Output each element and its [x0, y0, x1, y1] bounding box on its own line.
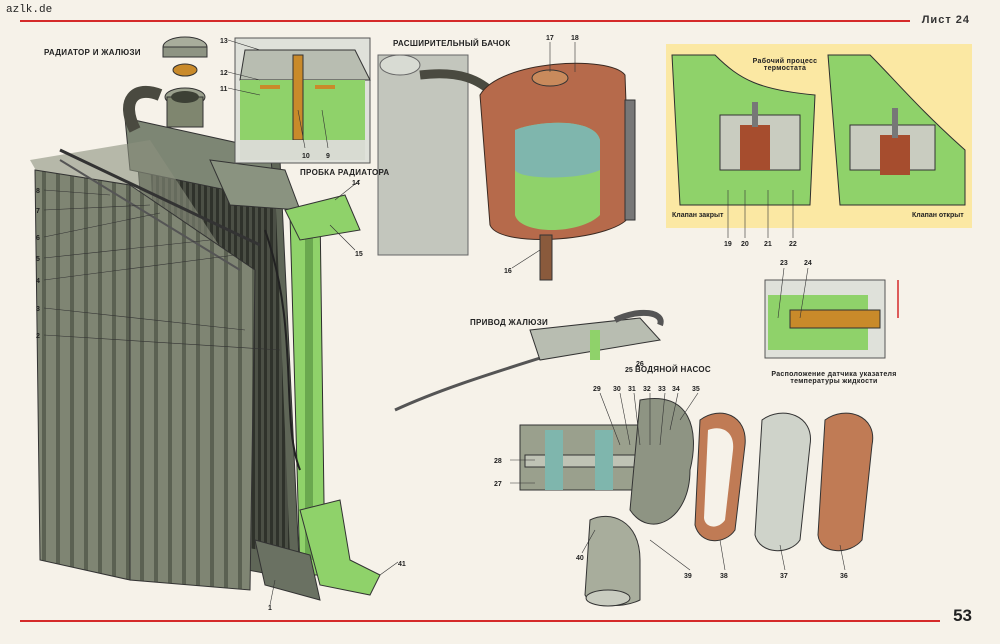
callout-3: 3: [36, 306, 40, 313]
caption-valve-closed: Клапан закрыт: [672, 212, 724, 219]
callout-34: 34: [672, 386, 680, 393]
title-expansion-tank: РАСШИРИТЕЛЬНЫЙ БАЧОК: [393, 39, 511, 48]
radiator-illustration: [30, 36, 381, 601]
callout-38: 38: [720, 573, 728, 580]
title-radiator: РАДИАТОР И ЖАЛЮЗИ: [44, 48, 141, 57]
callout-14: 14: [352, 180, 360, 187]
thermostat-open-illustration: [827, 54, 966, 206]
callout-28: 28: [494, 458, 502, 465]
callout-22: 22: [789, 241, 797, 248]
callout-30: 30: [613, 386, 621, 393]
callout-27: 27: [494, 481, 502, 488]
callout-20: 20: [741, 241, 749, 248]
callout-23: 23: [780, 260, 788, 267]
sheet-label: Лист 24: [921, 14, 970, 26]
callout-39: 39: [684, 573, 692, 580]
callout-2: 2: [36, 333, 40, 340]
top-rule: [20, 20, 910, 22]
callout-40: 40: [576, 555, 584, 562]
callout-24: 24: [804, 260, 812, 267]
callout-8: 8: [36, 188, 40, 195]
callout-29: 29: [593, 386, 601, 393]
expansion-tank-illustration: [377, 54, 636, 281]
water-pump-illustration: [519, 398, 874, 607]
title-shutter-drive: ПРИВОД ЖАЛЮЗИ: [470, 318, 549, 327]
page-number: 53: [953, 606, 972, 625]
temperature-sensor-illustration: [764, 279, 899, 359]
callout-37: 37: [780, 573, 788, 580]
callout-4: 4: [36, 278, 40, 285]
title-cap: ПРОБКА РАДИАТОРА: [300, 168, 390, 177]
callout-32: 32: [643, 386, 651, 393]
callout-17: 17: [546, 35, 554, 42]
callout-7: 7: [36, 208, 40, 215]
leader-lines: [43, 39, 846, 606]
callout-21: 21: [764, 241, 772, 248]
callout-35: 35: [692, 386, 700, 393]
watermark: azlk.de: [6, 4, 53, 16]
caption-valve-open: Клапан открыт: [912, 212, 964, 219]
callout-26: 26: [636, 361, 644, 368]
callout-13: 13: [220, 38, 228, 45]
callout-11: 11: [220, 86, 228, 93]
callout-19: 19: [724, 241, 732, 248]
bottom-rule: [20, 620, 940, 622]
callout-16: 16: [504, 268, 512, 275]
title-water-pump: ВОДЯНОЙ НАСОС: [635, 365, 711, 374]
callout-12: 12: [220, 70, 228, 77]
callout-10: 10: [302, 153, 310, 160]
callout-numbers: 1 2 3 4 5 6 7 8 9 10 11 12 13 14 15 16 1…: [36, 35, 848, 612]
callout-1: 1: [268, 605, 272, 612]
callout-31: 31: [628, 386, 636, 393]
callout-36: 36: [840, 573, 848, 580]
cap-cutaway-illustration: [234, 37, 371, 164]
title-temperature-sensor: Расположение датчика указателя температу…: [771, 371, 897, 385]
callout-5: 5: [36, 256, 40, 263]
title-thermostat: Рабочий процесс термостата: [752, 58, 818, 72]
callout-33: 33: [658, 386, 666, 393]
callout-9: 9: [326, 153, 330, 160]
callout-18: 18: [571, 35, 579, 42]
callout-6: 6: [36, 235, 40, 242]
callout-25: 25: [625, 367, 633, 374]
shutter-drive-illustration: [394, 309, 664, 412]
callout-41: 41: [398, 561, 406, 568]
callout-15: 15: [355, 251, 363, 258]
thermostat-closed-illustration: [671, 54, 816, 206]
